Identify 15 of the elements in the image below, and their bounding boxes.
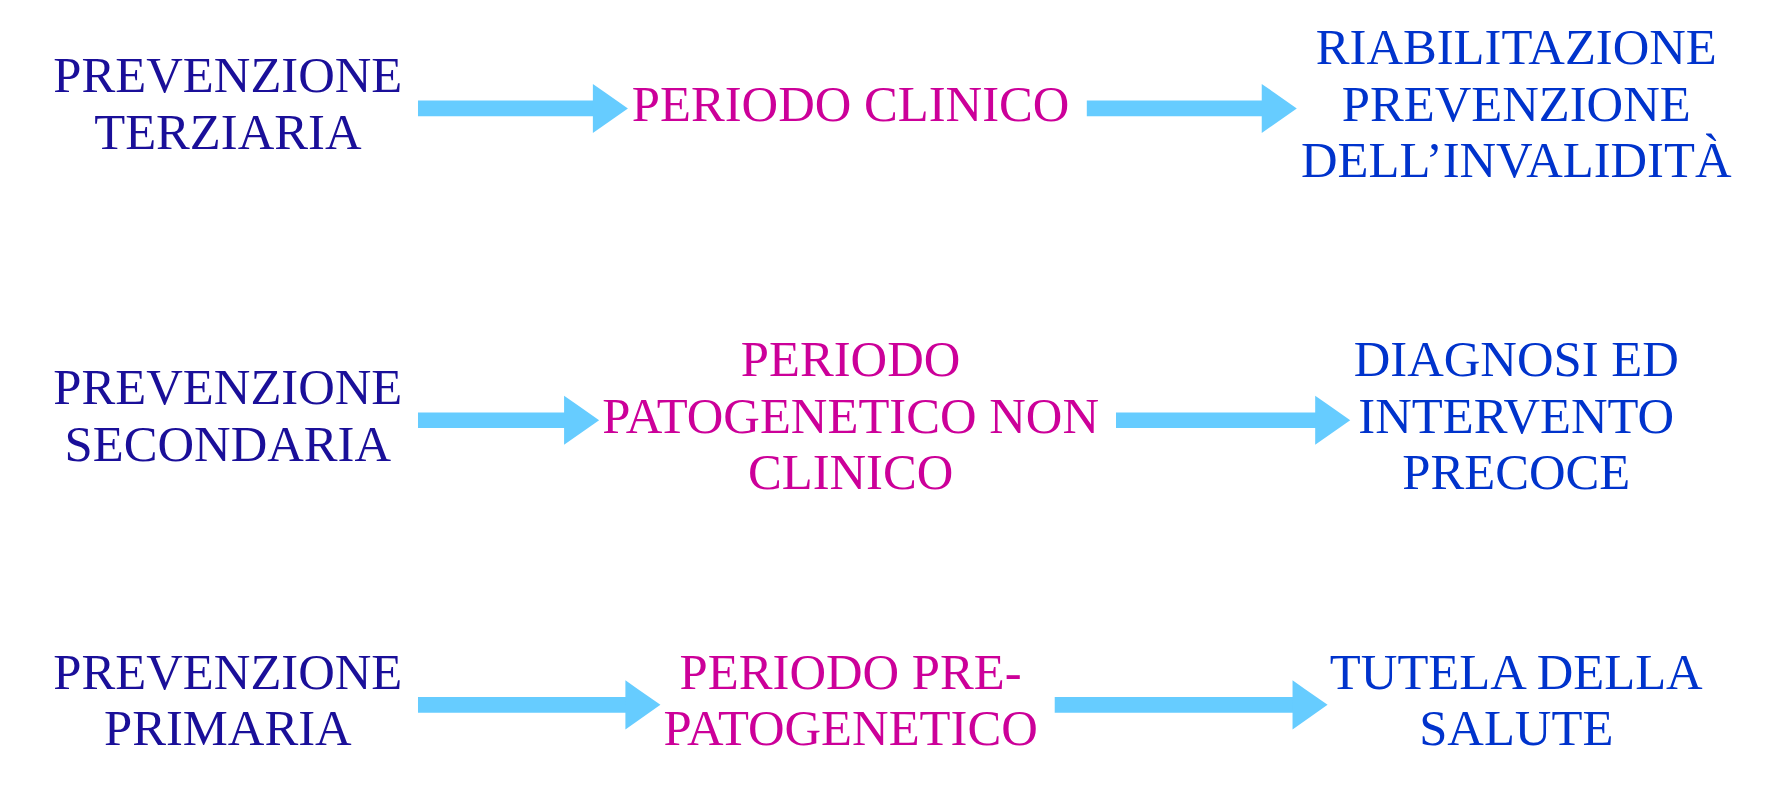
arrow (418, 83, 628, 133)
arrow (1086, 83, 1297, 133)
arrow (418, 680, 661, 730)
arrow (418, 395, 600, 445)
node-text: RIABILITAZIONE PREVENZIONE DELL’INVALIDITÀ (1301, 19, 1732, 189)
node-text: PERIODO CLINICO (631, 75, 1070, 132)
node-text: DIAGNOSI ED INTERVENTO PRECOCE (1353, 331, 1679, 501)
node-text: PREVENZIONE TERZIARIA (53, 47, 403, 160)
node-text: PERIODO PATOGENETICO NON CLINICO (602, 331, 1099, 501)
node-text: TUTELA DELLA SALUTE (1329, 643, 1703, 757)
node-text: PREVENZIONE PRIMARIA (53, 643, 403, 757)
arrow (1054, 680, 1328, 730)
node-text: PREVENZIONE SECONDARIA (53, 359, 403, 472)
arrow (1116, 395, 1351, 445)
node-text: PERIODO PRE- PATOGENETICO (663, 643, 1038, 757)
